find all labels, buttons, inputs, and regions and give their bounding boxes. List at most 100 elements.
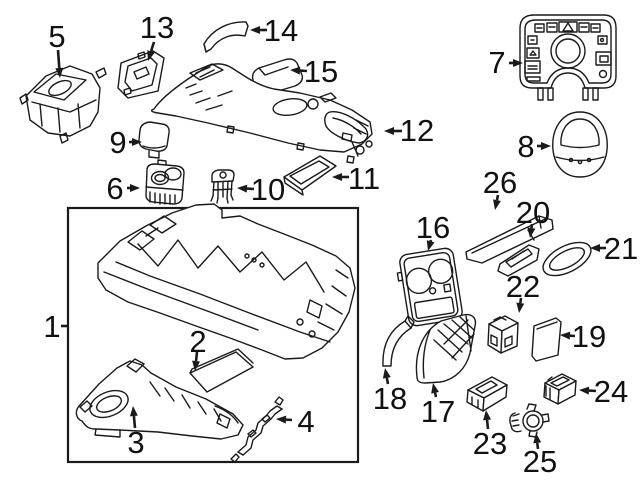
callout-number-9: 9 <box>109 125 126 160</box>
callout-arrowhead-12 <box>384 127 394 135</box>
callout-arrowhead-18 <box>382 368 391 379</box>
callout-arrowhead-22 <box>516 302 525 313</box>
callout-number-13: 13 <box>140 10 174 45</box>
callout-18: 18 <box>373 368 407 416</box>
callout-number-18: 18 <box>373 381 407 416</box>
callout-3: 3 <box>127 406 145 460</box>
callout-number-2: 2 <box>189 324 206 359</box>
part-20-vent-trim <box>497 244 540 277</box>
callout-arrowhead-9 <box>132 138 142 146</box>
callout-arrowhead-15 <box>290 66 301 75</box>
callout-arrowhead-25 <box>533 433 542 444</box>
callout-1: 1 <box>43 309 68 344</box>
callout-arrow-line-17 <box>433 392 438 398</box>
callout-16: 16 <box>416 210 450 251</box>
callout-25: 25 <box>523 433 557 479</box>
callout-arrowhead-14 <box>250 26 260 34</box>
part-3-floor-duct <box>75 358 244 440</box>
callout-number-24: 24 <box>594 374 628 409</box>
part-4-mount-rail <box>230 396 284 463</box>
callout-number-16: 16 <box>416 210 450 245</box>
part-21-bezel-ring <box>542 241 592 277</box>
callout-15: 15 <box>290 54 338 89</box>
part-7-control-switch-panel <box>519 14 617 101</box>
part-14-trim-strip <box>203 21 249 53</box>
callout-number-23: 23 <box>473 426 507 461</box>
callout-number-8: 8 <box>517 129 534 164</box>
part-19-trim-pad <box>531 317 562 362</box>
callout-20: 20 <box>516 195 550 238</box>
callout-arrowhead-19 <box>560 331 571 340</box>
callout-number-3: 3 <box>127 425 144 460</box>
callout-arrow-line-20 <box>530 223 534 229</box>
callout-21: 21 <box>590 231 638 266</box>
callout-22: 22 <box>506 269 540 313</box>
callout-arrow-line-5 <box>56 49 61 69</box>
callout-arrowhead-10 <box>237 184 248 193</box>
callout-number-25: 25 <box>523 444 557 479</box>
part-23-switch <box>466 376 508 412</box>
callout-23: 23 <box>473 410 507 461</box>
callout-arrow-line-22 <box>519 297 523 304</box>
callout-number-6: 6 <box>106 171 123 206</box>
callout-number-7: 7 <box>488 45 505 80</box>
callout-11: 11 <box>332 161 380 196</box>
callout-arrowhead-21 <box>590 244 600 252</box>
part-9-small-lid <box>138 121 170 159</box>
callout-9: 9 <box>109 125 142 160</box>
callout-24: 24 <box>579 374 628 409</box>
callout-10: 10 <box>237 172 285 207</box>
callout-7: 7 <box>488 45 523 80</box>
callout-arrowhead-8 <box>541 142 551 150</box>
part-18-corner-molding <box>382 315 415 367</box>
callout-arrowhead-20 <box>527 227 536 238</box>
callout-number-22: 22 <box>506 269 540 304</box>
callout-arrowhead-2 <box>192 360 201 371</box>
callout-number-1: 1 <box>43 309 60 344</box>
callout-arrow-line-2 <box>194 351 199 362</box>
callout-13: 13 <box>140 10 174 61</box>
callout-number-4: 4 <box>297 404 314 439</box>
callout-number-15: 15 <box>304 54 338 89</box>
callout-number-14: 14 <box>264 13 298 48</box>
callout-arrowhead-24 <box>579 386 590 395</box>
callout-2: 2 <box>189 324 207 371</box>
callout-6: 6 <box>106 171 140 206</box>
part-17-rear-cover-panel <box>415 313 477 384</box>
part-6-cupholder-insert <box>145 159 185 205</box>
part-12-console-top-trim <box>150 63 373 164</box>
part-11-storage-tray <box>283 155 337 196</box>
callout-number-26: 26 <box>483 165 517 200</box>
callout-arrowhead-17 <box>431 383 440 394</box>
part-10-insert-clip <box>210 169 235 204</box>
callout-17: 17 <box>421 383 455 429</box>
part-5-rear-console-housing <box>19 65 107 144</box>
callout-arrowhead-6 <box>130 184 140 192</box>
callout-26: 26 <box>483 165 517 210</box>
part-13-side-panel <box>117 50 165 99</box>
callout-arrowhead-7 <box>513 59 523 67</box>
callout-arrowhead-3 <box>129 406 138 417</box>
callout-number-21: 21 <box>604 231 638 266</box>
callout-number-5: 5 <box>48 19 65 54</box>
callout-arrow-line-13 <box>149 41 156 52</box>
callout-number-19: 19 <box>572 319 606 354</box>
callout-4: 4 <box>276 404 315 439</box>
part-22-switch-block <box>487 315 519 354</box>
callout-arrowhead-11 <box>332 173 342 181</box>
callout-arrowhead-16 <box>426 240 435 251</box>
callout-number-11: 11 <box>348 161 380 196</box>
part-8-shifter-trim-cover <box>552 111 608 178</box>
callout-number-12: 12 <box>400 113 434 148</box>
callout-19: 19 <box>560 319 606 354</box>
part-2-console-mat <box>189 348 254 393</box>
callout-number-10: 10 <box>251 172 285 207</box>
callout-number-17: 17 <box>421 394 455 429</box>
callout-arrow-line-23 <box>485 419 490 430</box>
callout-arrow-line-25 <box>535 442 540 450</box>
part-24-switch <box>543 373 577 405</box>
callout-arrowhead-26 <box>493 199 501 210</box>
callout-number-20: 20 <box>516 195 550 230</box>
